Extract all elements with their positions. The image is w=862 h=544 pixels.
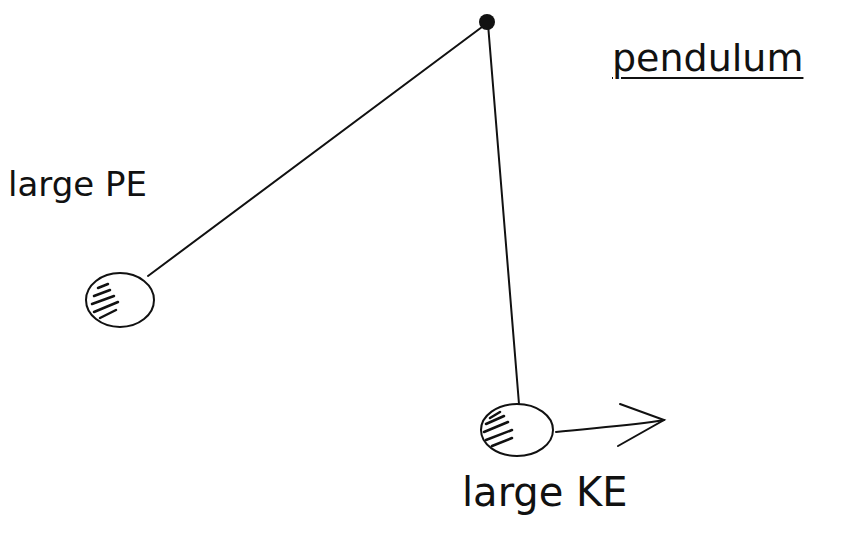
energy-label: large KE (462, 470, 628, 514)
pivot-point (479, 14, 495, 30)
pendulum-bob (481, 404, 553, 456)
arrowhead (618, 404, 664, 446)
pendulum-string (488, 24, 519, 404)
pendulum-string (148, 24, 486, 276)
pendulum-bob (86, 273, 154, 327)
bob-shading (92, 284, 118, 318)
diagram-title: pendulum (612, 38, 803, 80)
energy-label: large PE (8, 166, 147, 203)
bob-shading (484, 412, 512, 446)
